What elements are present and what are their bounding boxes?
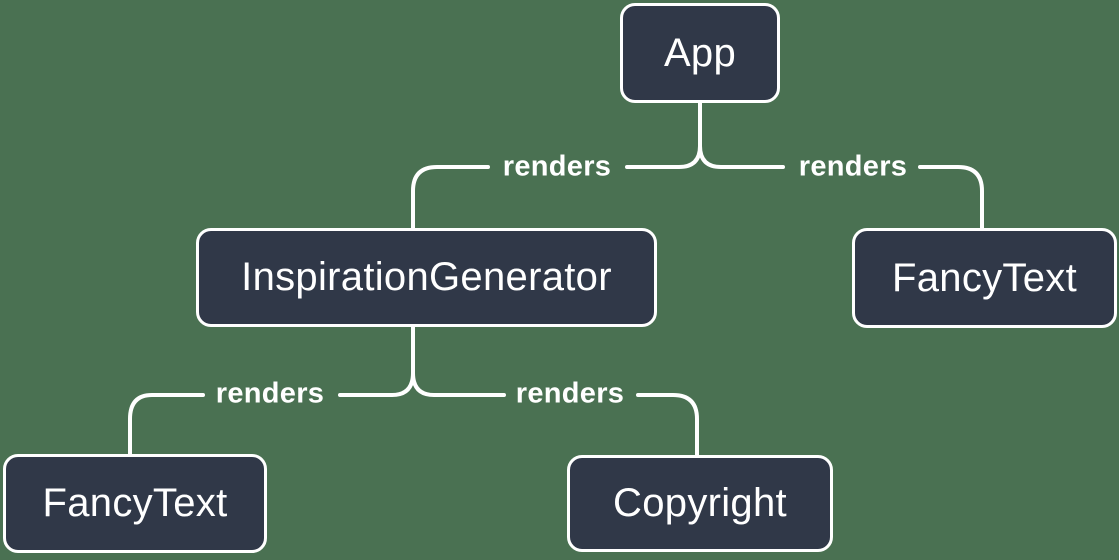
edge-app-to-fancytext-line (698, 144, 984, 230)
node-fancy-text-top: FancyText (852, 228, 1117, 328)
edge-label-inspiration-to-copyright: renders (515, 377, 625, 410)
node-fancy-text-bottom: FancyText (3, 454, 267, 553)
edge-label-app-to-inspiration: renders (502, 150, 612, 183)
edge-label-app-to-fancytext: renders (798, 150, 908, 183)
node-inspiration-generator: InspirationGenerator (196, 228, 657, 327)
node-app: App (620, 3, 780, 103)
edge-inspiration-to-copyright-line (411, 371, 699, 457)
node-copyright: Copyright (567, 455, 833, 552)
edge-label-inspiration-to-fancytext: renders (215, 377, 325, 410)
